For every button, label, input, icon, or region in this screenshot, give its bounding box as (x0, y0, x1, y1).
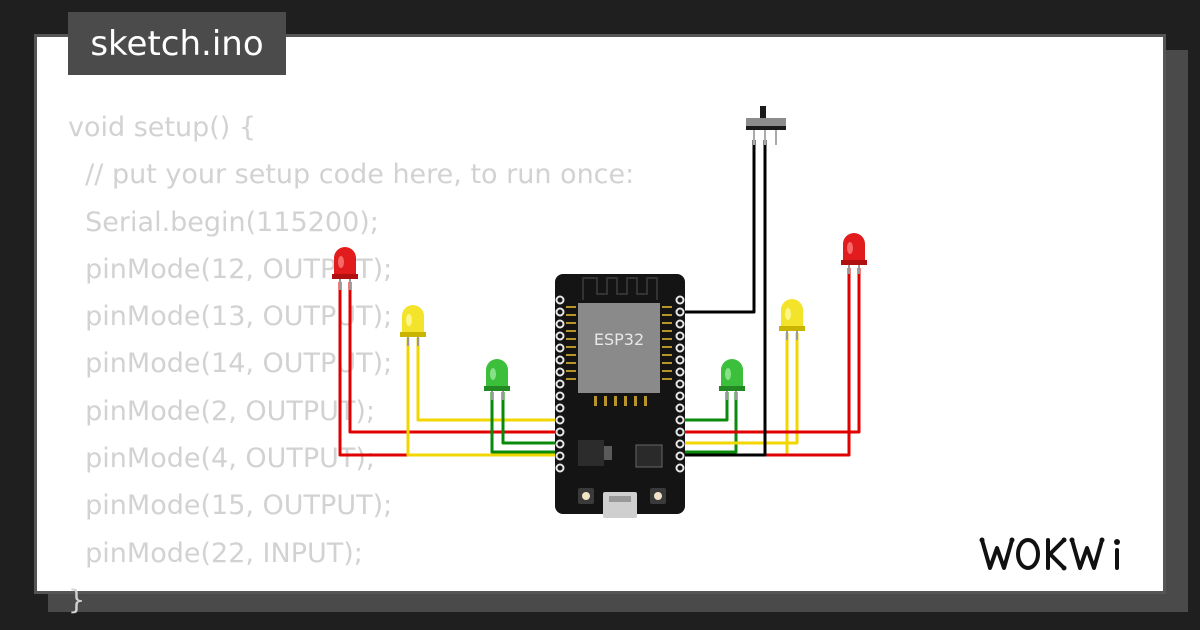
wire-yellow-left-2 (416, 338, 560, 422)
code-line: pinMode(22, INPUT); (68, 537, 363, 569)
led-green-left[interactable] (484, 359, 510, 400)
wire-red-left-1 (338, 282, 560, 457)
code-line: pinMode(13, OUTPUT); (68, 301, 393, 333)
usb-port (603, 492, 637, 518)
wire-green-left-2 (501, 392, 560, 445)
wire-green-left-1 (490, 392, 560, 454)
code-line: pinMode(4, OUTPUT); (68, 443, 376, 475)
wire-red-right-2 (680, 268, 861, 434)
code-line: } (68, 584, 86, 616)
led-yellow-left[interactable] (400, 305, 426, 346)
voltage-regulator (578, 440, 604, 466)
led-green-right[interactable] (719, 359, 745, 400)
code-preview: void setup() { // put your setup code he… (68, 104, 634, 624)
code-line: pinMode(15, OUTPUT); (68, 490, 393, 522)
file-tab-label: sketch.ino (90, 23, 264, 64)
wire-black-switch-1 (680, 140, 756, 314)
esp32-module-shield (578, 303, 660, 393)
wire-green-right-1 (680, 392, 729, 422)
file-tab[interactable]: sketch.ino (68, 12, 286, 75)
wire-red-left-2 (348, 282, 560, 434)
wire-yellow-right-1 (680, 333, 789, 457)
wire-black-switch-2 (680, 140, 767, 457)
code-line: pinMode(12, OUTPUT); (68, 253, 393, 285)
wire-yellow-right-2 (680, 333, 799, 445)
code-line: pinMode(2, OUTPUT); (68, 395, 376, 427)
code-line: void setup() { (68, 112, 257, 143)
slide-switch[interactable] (746, 106, 786, 145)
code-line: // put your setup code here, to run once… (68, 159, 635, 191)
esp32-board[interactable]: ESP32 (555, 274, 685, 518)
wire-yellow-left-1 (406, 338, 560, 457)
led-yellow-right[interactable] (779, 299, 805, 340)
esp32-chip-label: ESP32 (594, 330, 644, 349)
code-line: Serial.begin(115200); (68, 206, 379, 238)
usb-uart-chip (635, 444, 663, 468)
code-line: pinMode(14, OUTPUT); (68, 348, 393, 380)
led-red-right[interactable] (841, 233, 867, 274)
led-red-left[interactable] (332, 247, 358, 290)
wire-green-right-2 (680, 392, 738, 454)
wokwi-logo (979, 537, 1120, 571)
